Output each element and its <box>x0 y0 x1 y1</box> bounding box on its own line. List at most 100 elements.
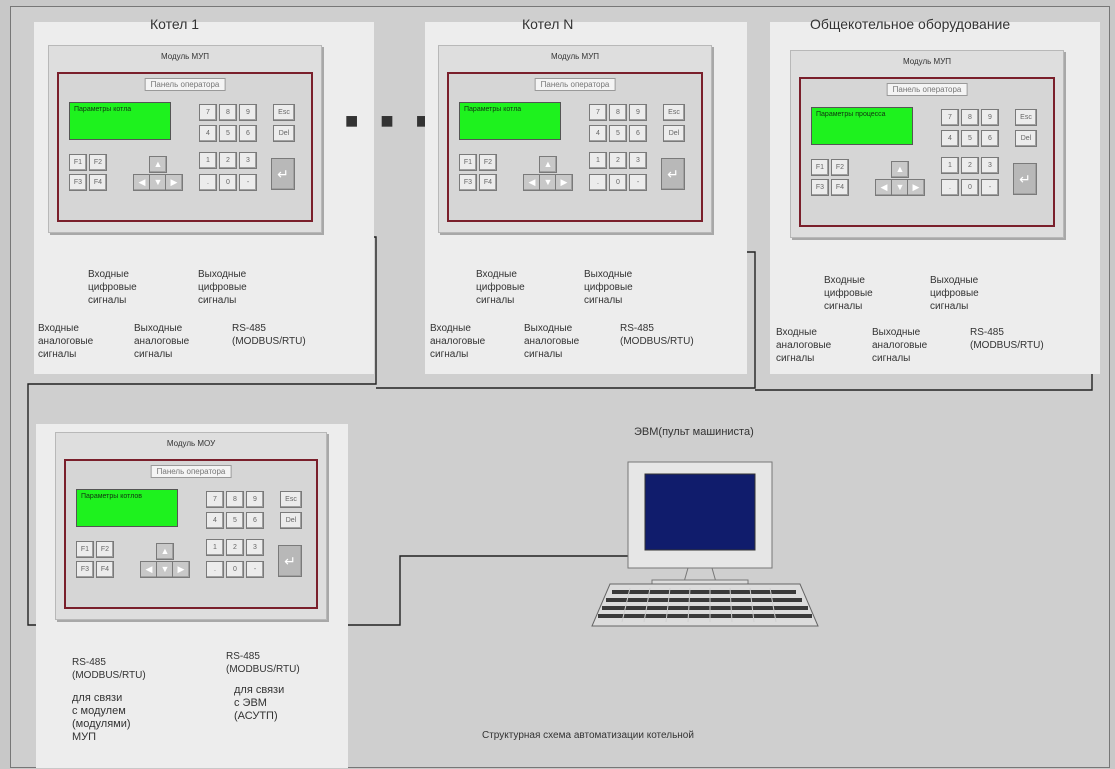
key-del: Del <box>280 512 302 529</box>
key-4: 4 <box>206 512 224 529</box>
key-f3: F3 <box>76 561 94 578</box>
key-1: 1 <box>206 539 224 556</box>
key-1: 1 <box>941 157 959 174</box>
key-minus: - <box>239 174 257 191</box>
pc-label: ЭВМ(пульт машиниста) <box>634 426 754 438</box>
arrow-up-icon: ▲ <box>156 543 174 560</box>
key-f2: F2 <box>479 154 497 171</box>
key-f3: F3 <box>69 174 87 191</box>
module-label: Модуль МУП <box>160 52 210 61</box>
operator-panel-title: Панель оператора <box>150 465 232 478</box>
key-esc: Esc <box>280 491 302 508</box>
key-0: 0 <box>219 174 237 191</box>
bus-master-pc <box>352 555 640 626</box>
key-1: 1 <box>589 152 607 169</box>
key-dot: . <box>941 179 959 196</box>
arrow-up-icon: ▲ <box>149 156 167 173</box>
label-analog-out: Выходные аналоговые сигналы <box>524 323 580 360</box>
operator-panel: Панель оператора Параметры котла F1 F2 F… <box>57 72 313 222</box>
key-6: 6 <box>629 125 647 142</box>
key-f3: F3 <box>811 179 829 196</box>
label-master-rs485-right: RS-485 (MODBUS/RTU) <box>226 651 300 675</box>
label-rs485: RS-485 (MODBUS/RTU) <box>970 327 1044 351</box>
label-rs485: RS-485 (MODBUS/RTU) <box>620 323 694 347</box>
key-del: Del <box>663 125 685 142</box>
label-master-rs485-left-note: для связи с модулем (модулями) МУП <box>72 692 131 743</box>
key-2: 2 <box>219 152 237 169</box>
key-9: 9 <box>239 104 257 121</box>
key-5: 5 <box>609 125 627 142</box>
enter-key-icon: ↵ <box>661 158 685 190</box>
key-esc: Esc <box>663 104 685 121</box>
key-0: 0 <box>961 179 979 196</box>
key-f1: F1 <box>76 541 94 558</box>
operator-panel-title: Панель оператора <box>144 78 226 91</box>
label-analog-out: Выходные аналоговые сигналы <box>872 327 928 364</box>
label-master-rs485-right-note: для связи с ЭВМ (АСУТП) <box>234 684 285 722</box>
key-3: 3 <box>246 539 264 556</box>
lcd-display: Параметры котла <box>459 102 561 140</box>
key-dot: . <box>206 561 224 578</box>
arrow-right-icon: ▶ <box>165 174 183 191</box>
key-8: 8 <box>609 104 627 121</box>
key-f2: F2 <box>96 541 114 558</box>
key-esc: Esc <box>273 104 295 121</box>
module-mou: Модуль МОУ Панель оператора Параметры ко… <box>55 432 327 620</box>
module-mup-kotel-1: Модуль МУП Панель оператора Параметры ко… <box>48 45 322 233</box>
arrow-right-icon: ▶ <box>907 179 925 196</box>
key-8: 8 <box>961 109 979 126</box>
key-8: 8 <box>226 491 244 508</box>
module-label: Модуль МОУ <box>166 439 216 448</box>
label-analog-in: Входные аналоговые сигналы <box>430 323 486 360</box>
key-f4: F4 <box>96 561 114 578</box>
key-f4: F4 <box>89 174 107 191</box>
key-dot: . <box>199 174 217 191</box>
label-digital-in: Входные цифровые сигналы <box>476 269 525 306</box>
key-6: 6 <box>981 130 999 147</box>
lcd-display: Параметры котла <box>69 102 171 140</box>
key-3: 3 <box>629 152 647 169</box>
key-del: Del <box>273 125 295 142</box>
key-f1: F1 <box>811 159 829 176</box>
key-2: 2 <box>226 539 244 556</box>
enter-key-icon: ↵ <box>278 545 302 577</box>
key-dot: . <box>589 174 607 191</box>
label-digital-out: Выходные цифровые сигналы <box>198 269 247 306</box>
key-7: 7 <box>206 491 224 508</box>
key-5: 5 <box>219 125 237 142</box>
key-6: 6 <box>246 512 264 529</box>
key-1: 1 <box>199 152 217 169</box>
operator-panel-title: Панель оператора <box>534 78 616 91</box>
diagram-caption: Структурная схема автоматизации котельно… <box>482 730 694 741</box>
key-f1: F1 <box>69 154 87 171</box>
operator-panel: Панель оператора Параметры котлов F1 F2 … <box>64 459 318 609</box>
label-digital-out: Выходные цифровые сигналы <box>584 269 633 306</box>
module-label: Модуль МУП <box>902 57 952 66</box>
key-minus: - <box>981 179 999 196</box>
enter-key-icon: ↵ <box>271 158 295 190</box>
module-label: Модуль МУП <box>550 52 600 61</box>
operator-panel: Панель оператора Параметры котла F1 F2 F… <box>447 72 703 222</box>
group-title: Котел N <box>522 16 574 32</box>
key-9: 9 <box>981 109 999 126</box>
key-esc: Esc <box>1015 109 1037 126</box>
key-f2: F2 <box>831 159 849 176</box>
label-analog-out: Выходные аналоговые сигналы <box>134 323 190 360</box>
key-2: 2 <box>961 157 979 174</box>
label-analog-in: Входные аналоговые сигналы <box>38 323 94 360</box>
group-title: Котел 1 <box>150 16 200 32</box>
arrow-left-icon: ◀ <box>133 174 151 191</box>
lcd-display: Параметры котлов <box>76 489 178 527</box>
key-7: 7 <box>199 104 217 121</box>
key-4: 4 <box>941 130 959 147</box>
label-digital-out: Выходные цифровые сигналы <box>930 275 979 312</box>
module-mup-common: Модуль МУП Панель оператора Параметры пр… <box>790 50 1064 238</box>
key-minus: - <box>246 561 264 578</box>
group-title: Общекотельное оборудование <box>810 16 1011 32</box>
key-5: 5 <box>226 512 244 529</box>
module-mup-kotel-n: Модуль МУП Панель оператора Параметры ко… <box>438 45 712 233</box>
label-analog-in: Входные аналоговые сигналы <box>776 327 832 364</box>
key-f1: F1 <box>459 154 477 171</box>
key-f3: F3 <box>459 174 477 191</box>
